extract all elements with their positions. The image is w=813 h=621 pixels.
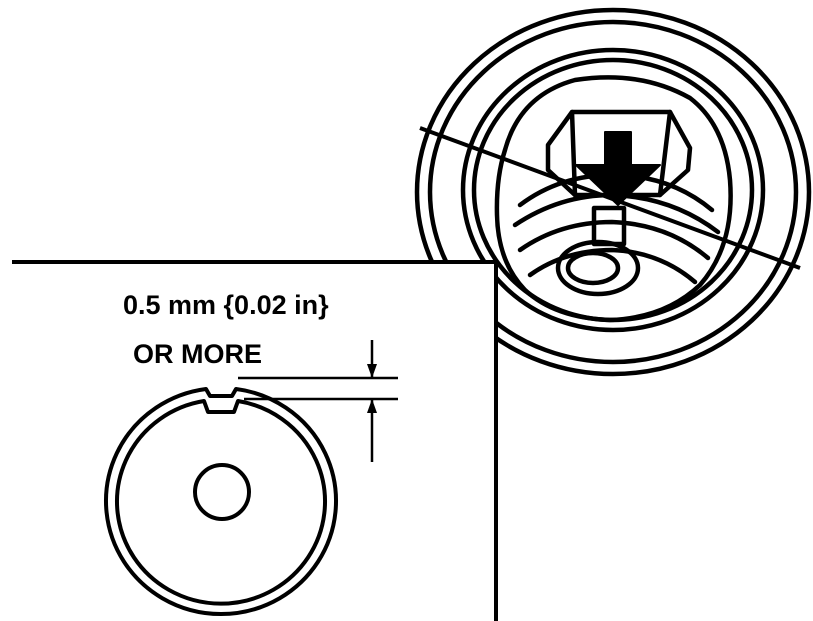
center-hole-outer xyxy=(555,239,641,297)
outer-ring-inner xyxy=(427,19,799,365)
dimension-label: 0.5 mm {0.02 in} xyxy=(123,290,329,320)
outer-ring xyxy=(414,7,812,377)
boss-outline xyxy=(494,75,733,323)
seal-center-hole xyxy=(193,463,251,521)
key-slot xyxy=(591,205,627,247)
hex-face-line-2 xyxy=(657,109,673,198)
shoulder-3 xyxy=(517,219,711,261)
qualifier-label: OR MORE xyxy=(133,339,262,369)
center-hole xyxy=(565,250,621,286)
seal-inner-rim xyxy=(115,399,327,606)
direction-arrow-icon xyxy=(575,131,661,206)
inset-panel xyxy=(12,262,496,621)
dimension-arrow-bottom-icon xyxy=(367,399,377,413)
inset-panel-border xyxy=(12,260,498,621)
shoulder-4 xyxy=(527,247,698,285)
seal-top-view xyxy=(104,387,338,617)
seal-outer-rim xyxy=(104,387,338,617)
dimension-arrow-top-icon xyxy=(367,364,377,378)
hex-face-line xyxy=(569,109,578,198)
second-ring xyxy=(460,47,766,333)
